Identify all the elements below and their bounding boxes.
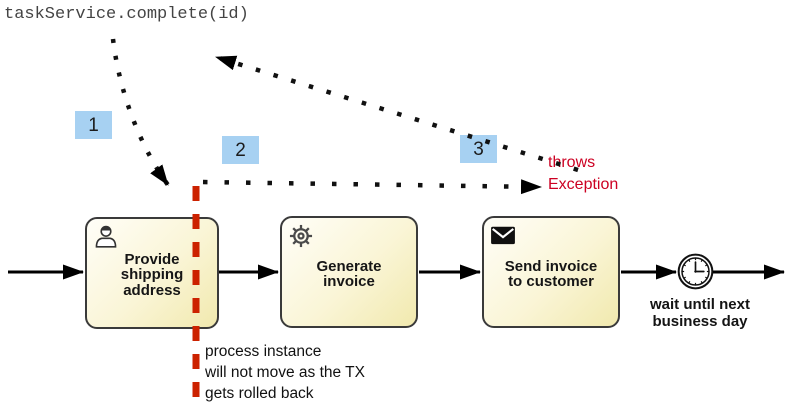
- step-badge-3: 3: [460, 135, 497, 163]
- gear-icon: [289, 224, 313, 248]
- step-badge-2: 2: [222, 136, 259, 164]
- code-annotation: taskService.complete(id): [4, 5, 249, 24]
- throws-exception-label: throws Exception: [548, 154, 619, 193]
- rollback-note: process instance will not move as the TX…: [205, 343, 365, 402]
- task-generate-invoice: Generate invoice: [280, 216, 418, 328]
- step-badge-1: 1: [75, 111, 112, 139]
- timer-label: wait until next business day: [649, 296, 750, 330]
- envelope-icon: [491, 226, 515, 245]
- annotation-arrow-3: [215, 54, 579, 173]
- annotation-arrow-2: [202, 179, 542, 195]
- task-provide-shipping-address: Provide shipping address: [85, 217, 219, 329]
- user-icon: [95, 225, 117, 248]
- task-label: Provide shipping address: [120, 250, 184, 299]
- task-label: Send invoice to customer: [504, 257, 598, 290]
- task-send-invoice-to-customer: Send invoice to customer: [482, 216, 620, 328]
- clock-icon: [677, 253, 714, 290]
- annotation-arrow-1: [110, 38, 170, 187]
- task-label: Generate invoice: [316, 257, 382, 290]
